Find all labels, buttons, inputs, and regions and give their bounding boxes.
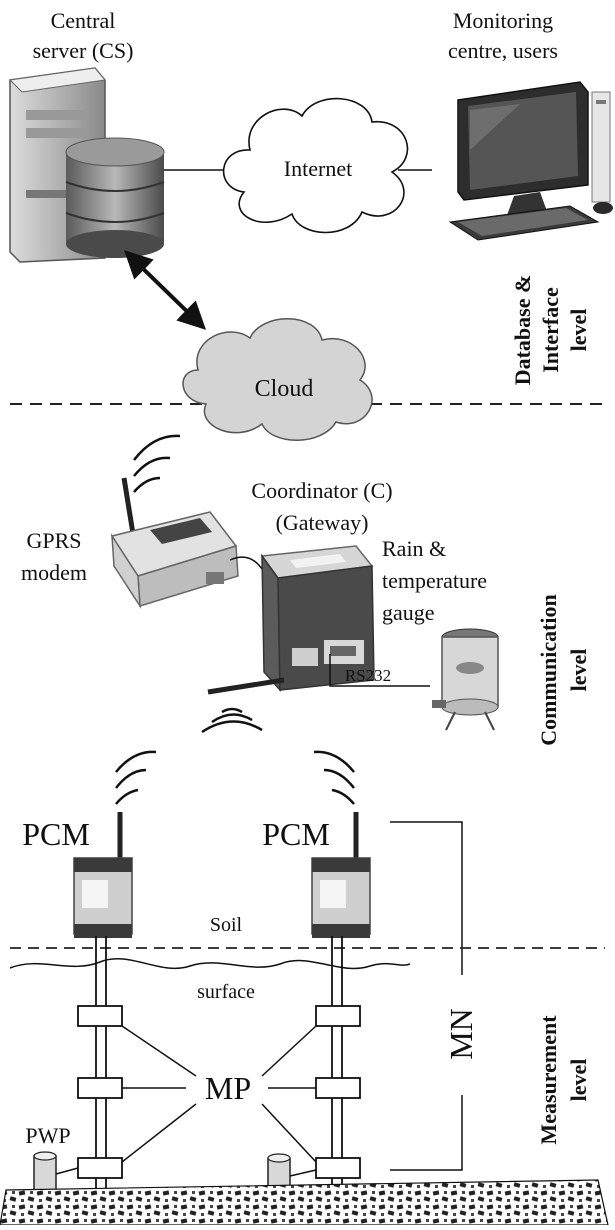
mn-label-gap	[448, 975, 476, 1095]
central-server-label-line1: Central	[51, 8, 116, 33]
database-level-line2: Interface	[538, 287, 563, 373]
probe-right	[315, 936, 361, 1200]
mp-connector-lines	[121, 1025, 317, 1163]
pwp-left-sensor-icon	[33, 1151, 79, 1191]
measurement-level-line1: Measurement	[536, 1015, 561, 1145]
database-level-line3: level	[566, 309, 591, 352]
cloud-icon: Cloud	[182, 318, 373, 441]
bedrock-gravel-layer	[0, 1179, 609, 1226]
surface-wave	[9, 958, 411, 970]
mn-label: MN	[443, 1008, 479, 1060]
pcm-right-label: PCM	[262, 816, 330, 852]
measurement-point	[315, 1005, 361, 1027]
internet-label: Internet	[284, 156, 352, 181]
gprs-label-line1: GPRS	[26, 528, 81, 553]
monitoring-label-line2: centre, users	[448, 38, 558, 63]
rain-gauge-label-line3: gauge	[382, 600, 435, 625]
central-server-label: Central server (CS)	[33, 8, 134, 63]
pcm-right-signal-icon	[313, 750, 355, 805]
pcm-left-label: PCM	[22, 816, 90, 852]
central-server-icon	[8, 67, 165, 263]
measurement-point	[315, 1077, 361, 1099]
database-level-label: Database & Interface level	[510, 275, 591, 386]
pcm-left-device-icon	[73, 812, 133, 938]
coordinator-label-line2: (Gateway)	[276, 510, 369, 535]
communication-level-line1: Communication	[536, 594, 561, 746]
desktop-computer-icon	[448, 81, 613, 241]
pcm-left-signal-icon	[115, 750, 157, 805]
measurement-point	[77, 1157, 123, 1179]
rain-gauge-label-line1: Rain &	[382, 536, 446, 561]
pwp-label: PWP	[25, 1123, 70, 1148]
pwp-right-sensor-icon	[267, 1153, 317, 1193]
coordinator-label: Coordinator (C) (Gateway)	[251, 478, 392, 535]
measurement-level-line2: level	[566, 1059, 591, 1102]
monitoring-label-line1: Monitoring	[453, 8, 553, 33]
rain-gauge-label-line2: temperature	[382, 568, 487, 593]
pcm-right-device-icon	[311, 812, 371, 938]
central-server-label-line2: server (CS)	[33, 38, 134, 63]
surface-label: surface	[197, 981, 255, 1003]
gprs-label-line2: modem	[21, 560, 87, 585]
gprs-signal-icon	[133, 434, 181, 493]
measurement-point	[77, 1077, 123, 1099]
monitoring-label: Monitoring centre, users	[448, 8, 558, 63]
measurement-level-label: Measurement level	[536, 1015, 591, 1145]
rs232-cable	[329, 654, 430, 687]
gprs-modem-icon	[110, 477, 239, 609]
rain-gauge-label: Rain & temperature gauge	[382, 536, 487, 625]
rs232-label: RS232	[345, 666, 391, 685]
communication-level-label: Communication level	[536, 594, 591, 746]
soil-label: Soil	[210, 914, 243, 936]
coordinator-label-line1: Coordinator (C)	[251, 478, 392, 503]
probe-left	[77, 936, 123, 1200]
measurement-point	[77, 1005, 123, 1027]
coordinator-signal-icon	[201, 707, 263, 734]
rain-temperature-gauge-icon	[432, 628, 499, 731]
measurement-point	[315, 1157, 361, 1179]
coordinator-gateway-icon	[207, 545, 375, 695]
gprs-label: GPRS modem	[21, 528, 87, 585]
communication-level-line2: level	[566, 649, 591, 692]
database-level-line1: Database &	[510, 275, 535, 386]
mp-label: MP	[205, 1070, 251, 1106]
internet-cloud: Internet	[222, 97, 409, 234]
cloud-label: Cloud	[255, 376, 314, 402]
server-cloud-arrow	[123, 250, 207, 330]
